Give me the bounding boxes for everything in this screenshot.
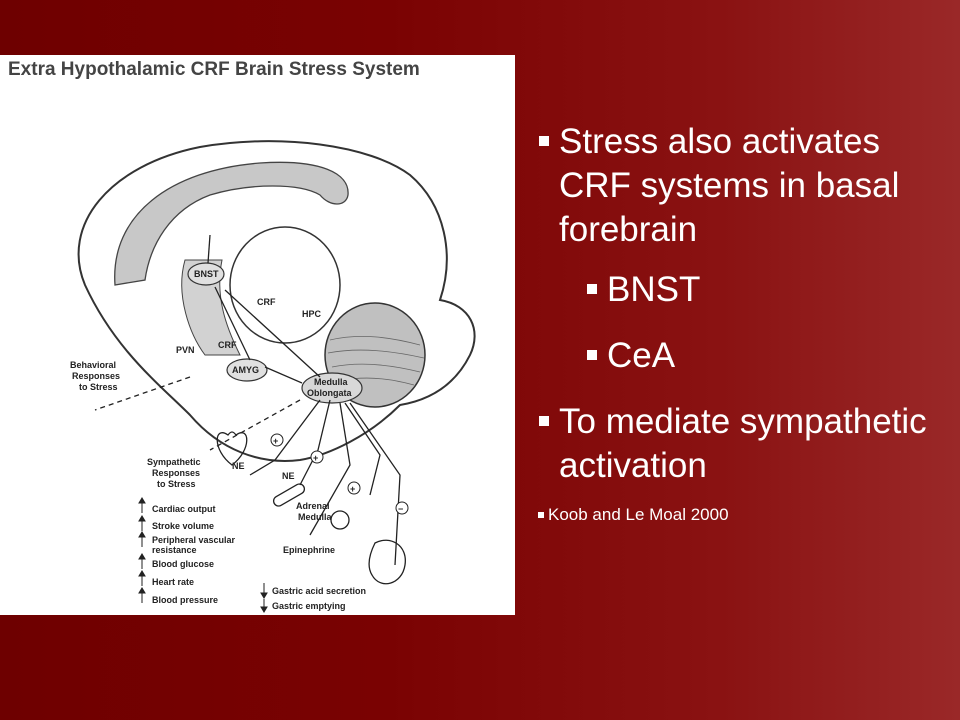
brain-outline [77,140,476,462]
label-sympathetic-stress: to Stress [157,479,196,489]
effect-blood-pressure: Blood pressure [152,595,218,605]
minus-sign: − [398,504,403,514]
square-bullet-icon [538,512,544,518]
bullet-text: Stress also activates CRF systems in bas… [559,122,900,249]
label-oblongata: Oblongata [307,388,352,398]
label-adrenal: Adrenal [296,501,330,511]
hippocampus [229,226,341,344]
brain-stress-figure: Extra Hypothalamic CRF Brain Stress Syst… [0,55,515,615]
adrenal-gland-icon [330,510,350,530]
crf-brain-diagram: + + + − BNST CRF HPC PVN CRF AMYG Medull… [70,140,476,613]
bnst-nucleus [187,262,225,286]
amyg-nucleus [226,358,268,382]
label-adrenal-medulla: Medulla [298,512,332,522]
label-crf-upper: CRF [257,297,276,307]
effect-gastric-acid: Gastric acid secretion [272,586,366,596]
pathway-arrows [94,234,401,566]
label-epinephrine: Epinephrine [283,545,335,555]
medulla-oblongata-nucleus [301,372,363,404]
label-pvn: PVN [176,345,195,355]
bullet-mediate-sympathetic: To mediate sympathetic activation [537,400,947,488]
square-bullet-icon [587,350,597,360]
label-ne-vessel: NE [282,471,295,481]
effect-blood-glucose: Blood glucose [152,559,214,569]
citation-text: Koob and Le Moal 2000 [548,505,729,524]
sign-markers [270,433,409,515]
effect-gastric-emptying: Gastric emptying [272,601,346,611]
square-bullet-icon [539,416,549,426]
plus-sign: + [350,484,355,494]
bullet-list: Stress also activates CRF systems in bas… [537,120,947,526]
label-medulla: Medulla [314,377,348,387]
bullet-stress-activates: Stress also activates CRF systems in bas… [537,120,947,252]
bullet-text: BNST [607,270,701,309]
bullet-cea: CeA [537,334,947,378]
effect-arrows [138,497,268,613]
label-amyg: AMYG [232,365,259,375]
corpus-callosum [114,161,349,286]
figure-title: Extra Hypothalamic CRF Brain Stress Syst… [8,59,420,80]
bullet-citation: Koob and Le Moal 2000 [537,504,947,526]
plus-sign: + [273,436,278,446]
effect-resistance: resistance [152,545,197,555]
label-behavioral-stress: to Stress [79,382,118,392]
label-behavioral-responses: Responses [72,371,120,381]
label-hpc: HPC [302,309,322,319]
bullet-text: To mediate sympathetic activation [559,402,927,485]
blood-vessel-icon [272,483,306,507]
label-sympathetic: Sympathetic [147,457,201,467]
bullet-text: CeA [607,336,676,375]
label-crf-lower: CRF [218,340,237,350]
effect-stroke-volume: Stroke volume [152,521,214,531]
label-ne-heart: NE [232,461,245,471]
effect-heart-rate: Heart rate [152,577,194,587]
square-bullet-icon [539,136,549,146]
square-bullet-icon [587,284,597,294]
label-sympathetic-responses: Responses [152,468,200,478]
effect-cardiac-output: Cardiac output [152,504,216,514]
heart-icon [216,431,248,466]
plus-sign: + [313,453,318,463]
label-behavioral: Behavioral [70,360,116,370]
effect-peripheral-vascular: Peripheral vascular [152,535,236,545]
bullet-bnst: BNST [537,268,947,312]
stomach-icon [368,539,406,585]
label-bnst: BNST [194,269,219,279]
